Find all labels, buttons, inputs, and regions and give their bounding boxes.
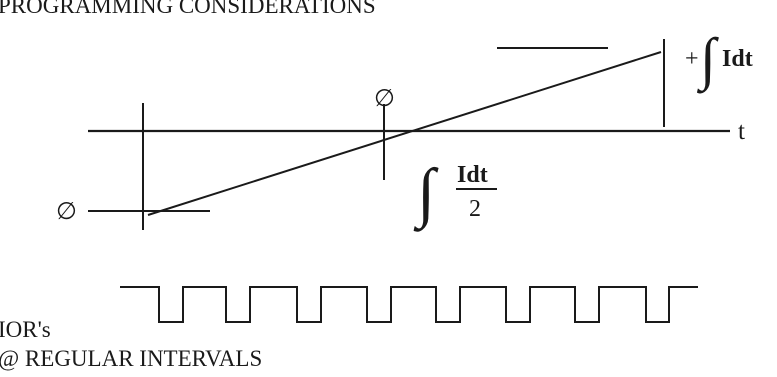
mid-integral-sign: ∫ — [413, 156, 439, 232]
top-integral-sign: ∫ — [696, 26, 719, 94]
pulse-label-line1: IOR's — [0, 317, 51, 342]
zero-label-left: ∅ — [56, 199, 77, 225]
integral-ramp-line — [147, 51, 662, 216]
ior-pulse-train — [120, 286, 698, 323]
zero-label-mid: ∅ — [374, 86, 395, 112]
time-axis-label: t — [738, 118, 745, 145]
plus-sign: + — [685, 46, 699, 72]
pulse-label-line2: @ REGULAR INTERVALS — [0, 346, 262, 371]
mid-integral-numerator: Idt — [457, 162, 488, 188]
top-integral-expression: Idt — [722, 46, 753, 72]
mid-integral-denominator: 2 — [469, 196, 481, 222]
page-title: PROGRAMMING CONSIDERATIONS — [0, 0, 376, 18]
